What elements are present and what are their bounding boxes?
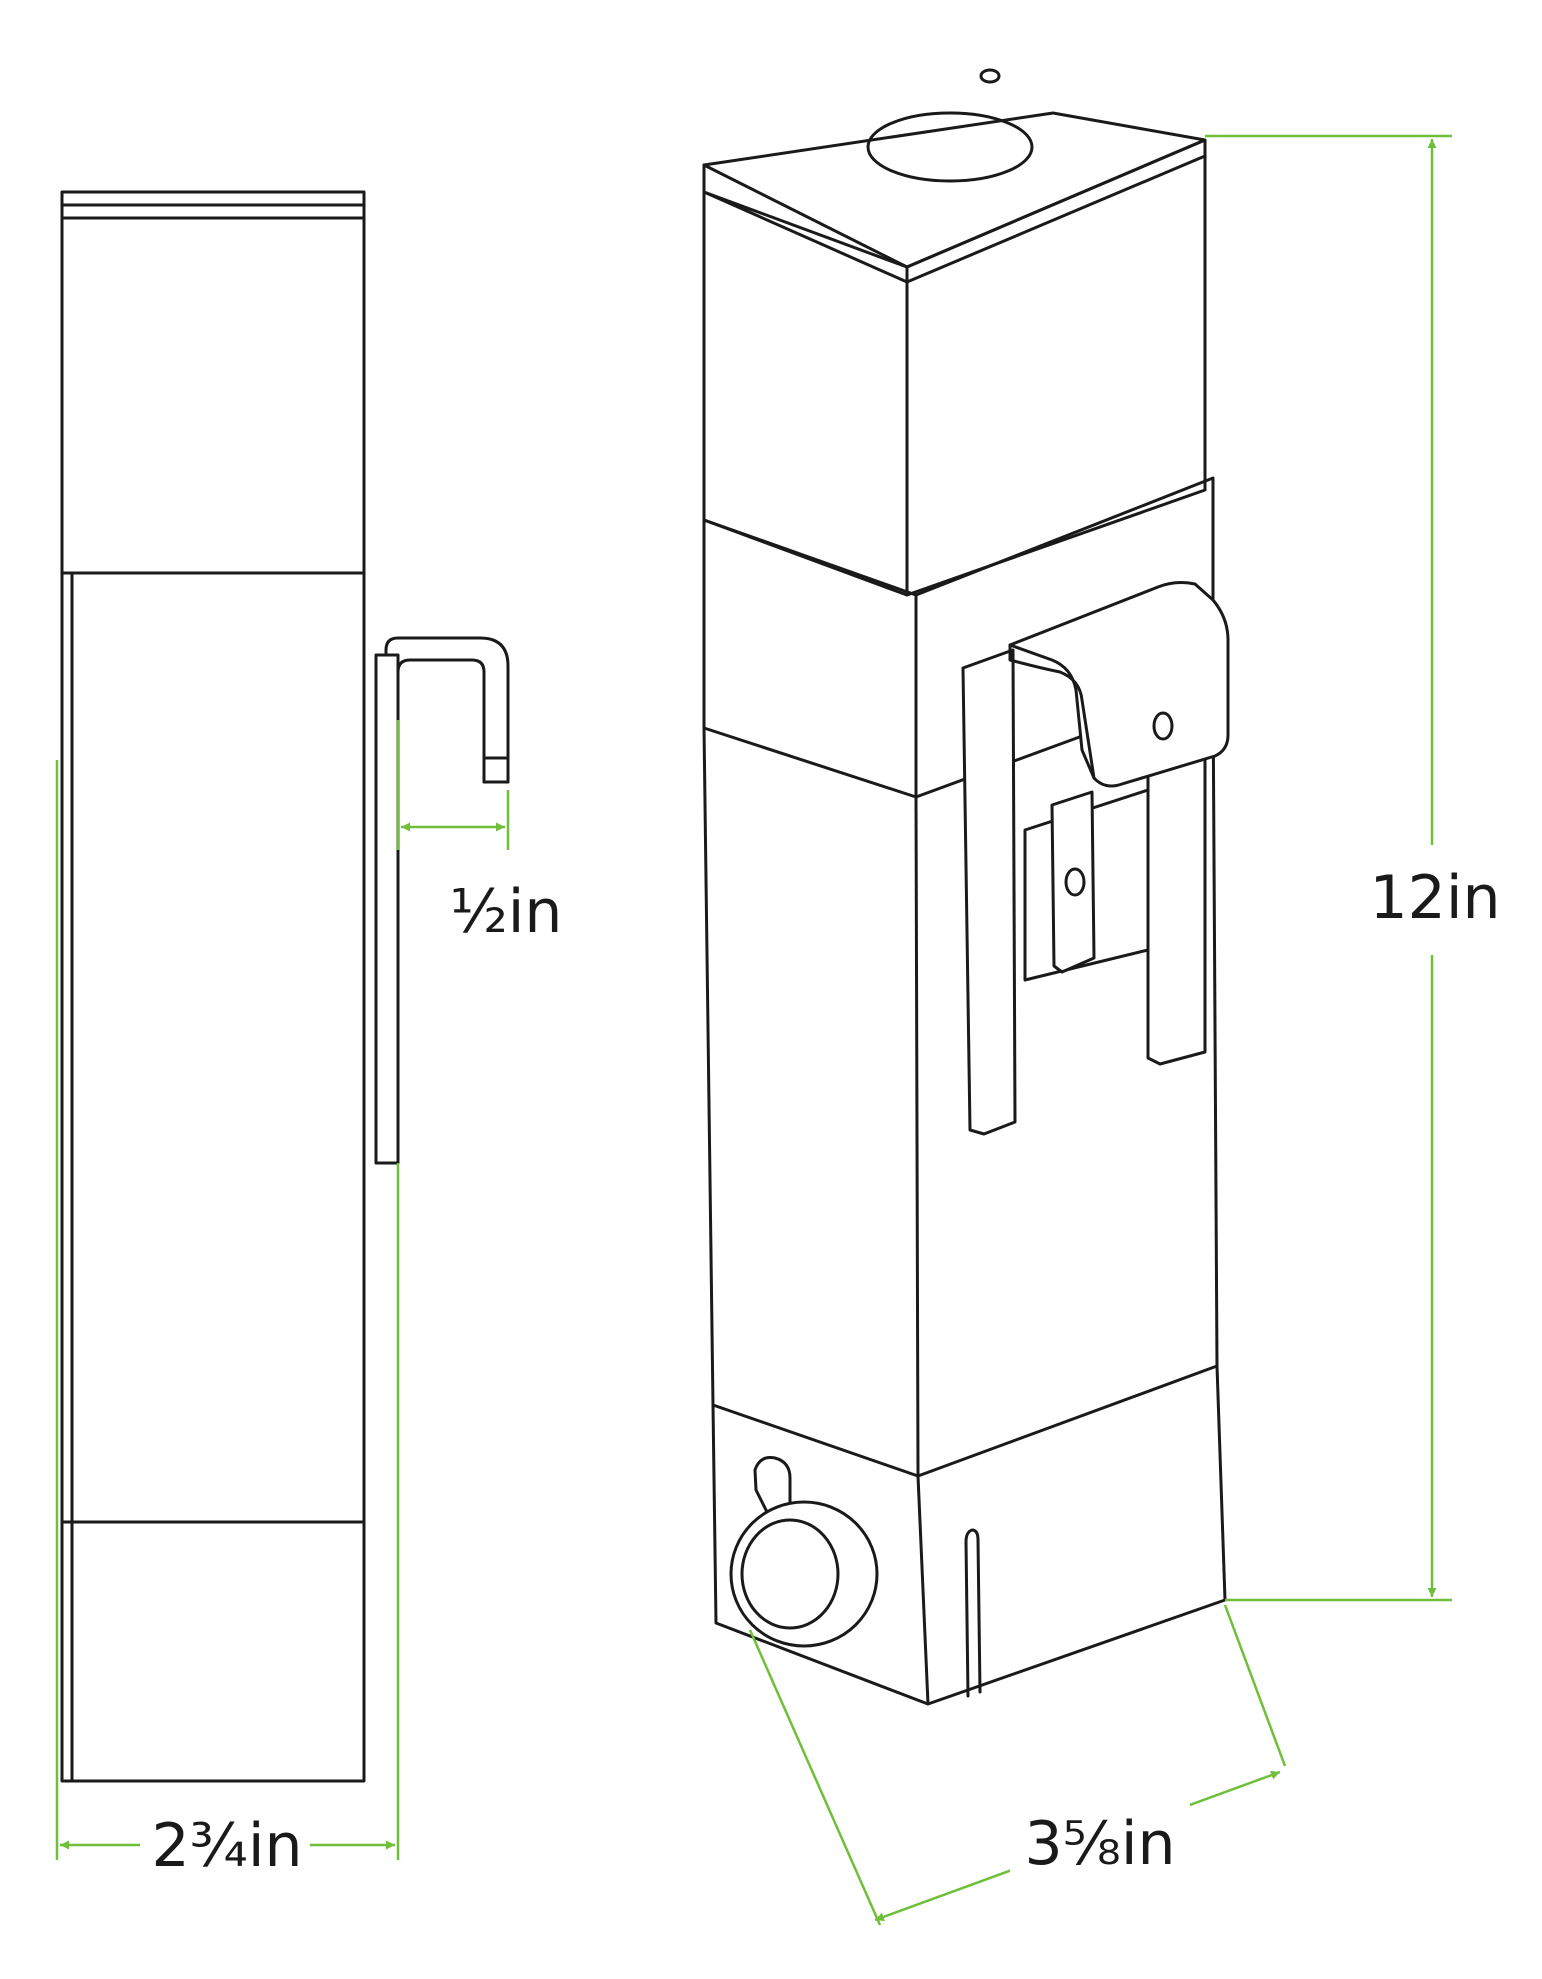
side-view-hook-tip — [482, 756, 510, 784]
perspective-clip-plate — [1023, 788, 1150, 982]
perspective-valve-inner-ring — [740, 1518, 840, 1630]
perspective-top-port — [866, 111, 1034, 183]
perspective-clip-head — [1008, 581, 1230, 788]
perspective-clip-arm-left — [961, 648, 1017, 1136]
perspective-clip-head-edge — [1008, 643, 1096, 780]
perspective-clip-head-hole — [1152, 711, 1174, 741]
height-label: 12in — [1369, 863, 1500, 933]
perspective-band — [702, 476, 1215, 799]
side-view — [60, 190, 510, 1783]
perspective-slot — [964, 1528, 982, 1698]
perspective-top-vent — [979, 68, 1001, 84]
side-view-top-cap — [60, 190, 366, 575]
depth-label: 2¾in — [151, 1811, 302, 1881]
perspective-view — [702, 68, 1230, 1706]
dimension-annotations: 2¾in ½in 12in 3⅝in — [55, 134, 1501, 1926]
perspective-valve-outer-ring — [729, 1500, 879, 1648]
side-view-hook — [384, 636, 510, 784]
perspective-top-face — [702, 111, 1207, 269]
perspective-clip-tab-hole — [1064, 867, 1086, 897]
perspective-bottom-section — [711, 1364, 1227, 1706]
side-view-mounting-plate — [374, 653, 400, 1165]
width-label: 3⅝in — [1024, 1809, 1175, 1879]
perspective-main-body — [702, 686, 1219, 1478]
hook-gap-label: ½in — [450, 877, 563, 947]
width-extension-right — [1223, 1604, 1287, 1767]
width-extension-left — [748, 1629, 882, 1926]
side-view-body — [60, 571, 366, 1783]
perspective-clip-tab — [1050, 790, 1096, 974]
perspective-clip-arm-right — [1146, 740, 1207, 1066]
perspective-upper-right-face — [905, 154, 1207, 597]
